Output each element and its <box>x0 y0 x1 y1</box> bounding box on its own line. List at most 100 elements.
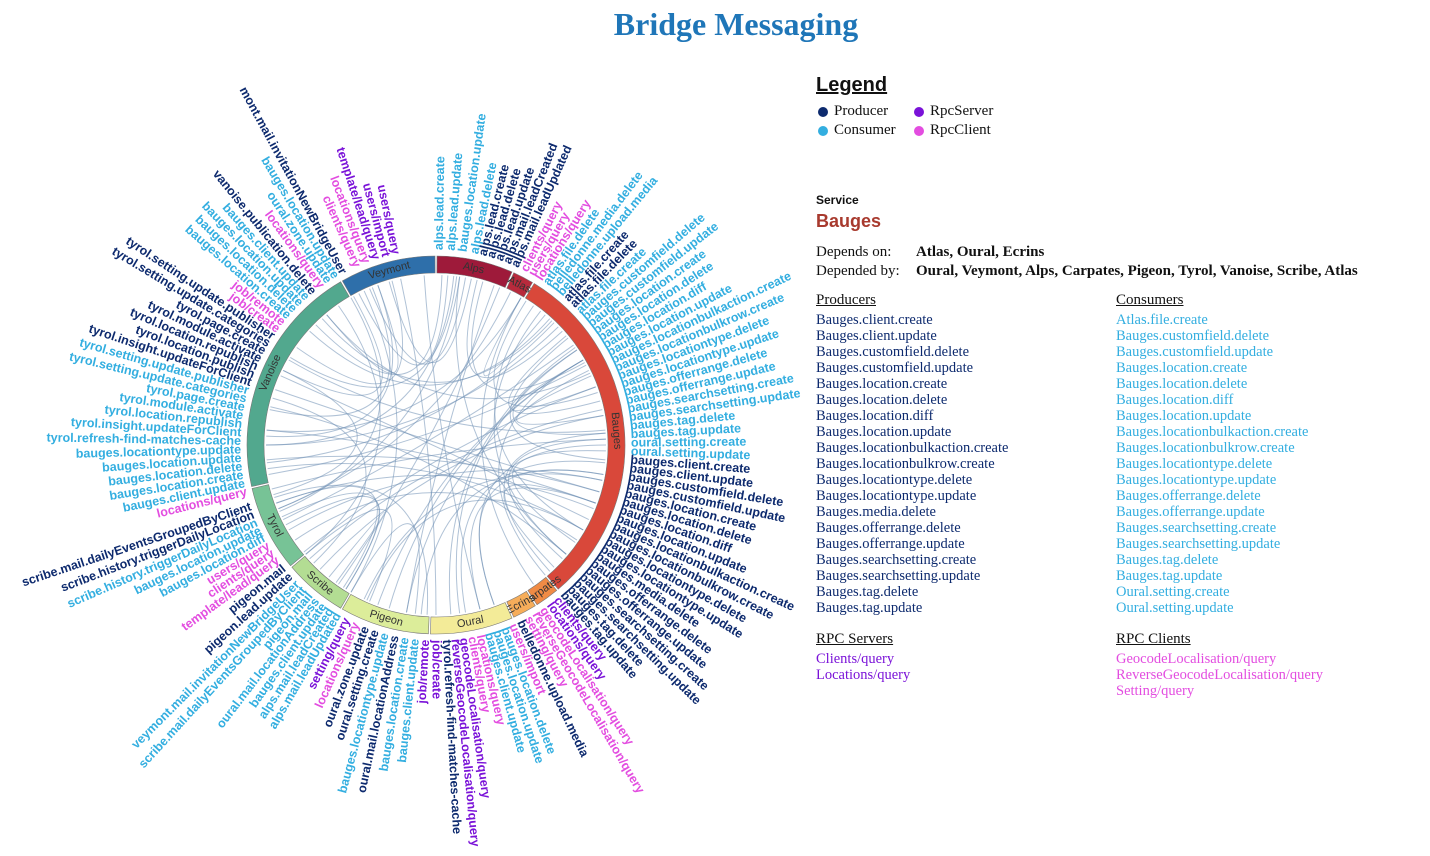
node-labels: alps.lead.createalps.lead.updatebauges.l… <box>20 84 801 847</box>
consumer-item[interactable]: Bauges.offerrange.update <box>1116 504 1265 520</box>
legend-item-producer: Producer <box>816 103 912 120</box>
legend-item-consumer: Consumer <box>816 122 912 139</box>
service-label: Service <box>816 193 859 207</box>
consumer-item[interactable]: Bauges.customfield.delete <box>1116 328 1270 344</box>
producer-item[interactable]: Bauges.locationbulkrow.create <box>816 456 995 472</box>
consumer-item[interactable]: Bauges.location.create <box>1116 360 1248 376</box>
rpcclient-dot-icon <box>914 125 924 136</box>
producer-item[interactable]: Bauges.media.delete <box>816 504 936 520</box>
node-label-rpcserver[interactable]: job/create <box>430 639 444 699</box>
producer-item[interactable]: Bauges.location.create <box>816 376 948 392</box>
link-path <box>512 359 596 411</box>
link-path <box>350 523 420 614</box>
link-path <box>321 318 553 383</box>
group-arc-pigeon[interactable] <box>341 593 430 635</box>
link-path <box>275 389 600 493</box>
link-path <box>326 285 399 374</box>
rpc-client-item[interactable]: Setting/query <box>1116 683 1195 699</box>
legend-label: Producer <box>834 103 889 119</box>
rpc-server-item[interactable]: Locations/query <box>816 667 911 683</box>
link-path <box>279 297 382 512</box>
producers-heading: Producers <box>816 292 876 308</box>
group-arc-veymont[interactable] <box>341 255 436 297</box>
group-arc-bauges[interactable] <box>524 283 626 590</box>
chord-diagram[interactable]: AlpsAtlasBaugesCarpatesEcrinsOuralPigeon… <box>0 0 820 856</box>
consumer-item[interactable]: Bauges.searchsetting.create <box>1116 520 1277 536</box>
link-path <box>294 492 578 541</box>
consumer-item[interactable]: Bauges.locationtype.delete <box>1116 456 1273 472</box>
link-path <box>273 370 358 496</box>
consumer-item[interactable]: Oural.setting.create <box>1116 584 1230 600</box>
producer-item[interactable]: Bauges.location.diff <box>816 408 934 424</box>
group-arc-carpates[interactable] <box>527 576 558 606</box>
link-path <box>423 275 481 610</box>
link-path <box>369 277 467 365</box>
producer-item[interactable]: Bauges.location.update <box>816 424 952 440</box>
links <box>265 275 607 616</box>
group-arc-alps[interactable] <box>436 255 513 288</box>
dependencies: Depends on: Atlas, Oural, Ecrins Depende… <box>816 244 1416 280</box>
consumer-item[interactable]: Bauges.searchsetting.update <box>1116 536 1281 552</box>
consumer-item[interactable]: Bauges.locationtype.update <box>1116 472 1277 488</box>
consumer-item[interactable]: Bauges.offerrange.delete <box>1116 488 1261 504</box>
node-label-consumer[interactable]: oural.setting.update <box>631 444 751 462</box>
consumer-dot-icon <box>818 125 828 136</box>
producer-item[interactable]: Bauges.customfield.delete <box>816 344 970 360</box>
consumer-item[interactable]: Bauges.tag.update <box>1116 568 1223 584</box>
producer-item[interactable]: Bauges.location.delete <box>816 392 948 408</box>
group-arc-atlas[interactable] <box>506 272 533 298</box>
node-label-consumer[interactable]: bauges.tag.update <box>630 421 741 441</box>
page-title: Bridge Messaging <box>613 6 859 42</box>
node-label-consumer[interactable]: alps.lead.create <box>432 156 448 250</box>
service-name: Bauges <box>816 211 882 231</box>
producer-item[interactable]: Bauges.locationtype.delete <box>816 472 973 488</box>
node-label-consumer[interactable]: oural.setting.create <box>631 435 746 450</box>
consumer-item[interactable]: Bauges.locationbulkrow.create <box>1116 440 1295 456</box>
link-path <box>405 285 495 613</box>
rpc-client-item[interactable]: ReverseGeocodeLocalisation/query <box>1116 667 1323 683</box>
link-path <box>480 297 534 585</box>
consumer-item[interactable]: Bauges.locationbulkaction.create <box>1116 424 1309 440</box>
producer-item[interactable]: Bauges.client.update <box>816 328 937 344</box>
group-arc-oural[interactable] <box>430 602 513 635</box>
producer-item[interactable]: Bauges.locationbulkaction.create <box>816 440 1009 456</box>
link-path <box>512 450 606 543</box>
rpc-clients-heading: RPC Clients <box>1116 631 1191 647</box>
node-label-consumer[interactable]: tyrol.refresh-find-matches-cache <box>46 431 241 448</box>
group-label: Bauges <box>609 412 624 451</box>
group-arc-scribe[interactable] <box>291 555 350 609</box>
producer-item[interactable]: Bauges.offerrange.update <box>816 536 965 552</box>
producer-item[interactable]: Bauges.searchsetting.update <box>816 568 981 584</box>
rpc-server-item[interactable]: Clients/query <box>816 651 895 667</box>
producer-item[interactable]: Bauges.searchsetting.create <box>816 552 977 568</box>
group-arc-vanoise[interactable] <box>246 281 350 487</box>
link-path <box>358 275 449 366</box>
producer-item[interactable]: Bauges.offerrange.delete <box>816 520 961 536</box>
group-arc-tyrol[interactable] <box>251 484 305 567</box>
consumer-item[interactable]: Bauges.customfield.update <box>1116 344 1274 360</box>
producer-item[interactable]: Bauges.tag.update <box>816 600 923 616</box>
consumer-item[interactable]: Oural.setting.update <box>1116 600 1234 616</box>
group-arc-ecrins[interactable] <box>506 590 536 618</box>
producer-item[interactable]: Bauges.customfield.update <box>816 360 974 376</box>
consumer-item[interactable]: Atlas.file.create <box>1116 312 1208 328</box>
rpc-client-item[interactable]: GeocodeLocalisation/query <box>1116 651 1277 667</box>
consumer-item[interactable]: Bauges.tag.delete <box>1116 552 1219 568</box>
producer-item[interactable]: Bauges.client.create <box>816 312 933 328</box>
producer-item[interactable]: Bauges.tag.delete <box>816 584 919 600</box>
legend: Producer RpcServer Consumer RpcClient <box>816 103 1416 139</box>
consumer-item[interactable]: Bauges.location.delete <box>1116 376 1248 392</box>
consumer-item[interactable]: Bauges.location.update <box>1116 408 1252 424</box>
link-path <box>478 444 607 605</box>
node-label-rpcserver[interactable]: job/remote <box>415 639 432 705</box>
node-label-consumer[interactable]: bauges.locationtype.update <box>76 442 242 460</box>
consumer-item[interactable]: Bauges.location.diff <box>1116 392 1234 408</box>
legend-title: Legend <box>816 74 888 96</box>
link-path <box>315 275 443 376</box>
producer-item[interactable]: Bauges.locationtype.update <box>816 488 977 504</box>
depended-by-value: Oural, Veymont, Alps, Carpates, Pigeon, … <box>916 263 1358 279</box>
